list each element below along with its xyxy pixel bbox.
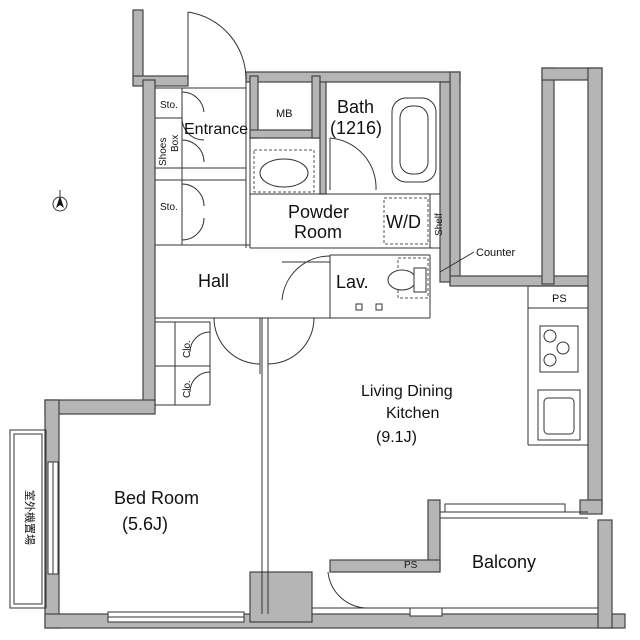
label-shelf: Shelf (434, 213, 445, 236)
label-shoes-box-2: Box (170, 135, 181, 152)
windows (47, 461, 566, 623)
north-arrow-icon (52, 190, 68, 212)
label-ldk-size: (9.1J) (376, 429, 417, 446)
label-shoes-box-1: Shoes (158, 138, 169, 166)
interior-lines (155, 82, 598, 614)
label-ps-kitchen: PS (552, 293, 567, 305)
walls (44, 9, 626, 629)
fixtures (253, 97, 581, 441)
label-entrance: Entrance (184, 121, 248, 138)
doors (181, 11, 377, 609)
label-bedroom: Bed Room (114, 488, 199, 508)
label-mb: MB (276, 108, 293, 120)
label-bath: Bath (337, 97, 374, 117)
label-hall: Hall (198, 271, 229, 291)
label-ps-balcony: PS (404, 560, 418, 571)
label-clo-2: Clo. (182, 380, 193, 398)
label-sto-top: Sto. (160, 100, 178, 111)
label-outdoor-unit: 室外機置場 (23, 490, 37, 545)
room-labels: Bath (1216) MB Entrance Sto. Shoes Box S… (23, 97, 567, 572)
label-ldk-2: Kitchen (386, 405, 439, 422)
label-wd: W/D (386, 212, 421, 232)
label-bedroom-size: (5.6J) (122, 514, 168, 534)
label-lav: Lav. (336, 272, 369, 292)
label-balcony: Balcony (472, 552, 536, 572)
label-ldk-1: Living Dining (361, 383, 453, 400)
label-sto-mid: Sto. (160, 202, 178, 213)
label-powder-room-2: Room (294, 222, 342, 242)
label-powder-room-1: Powder (288, 202, 349, 222)
label-clo-1: Clo. (182, 340, 193, 358)
label-counter: Counter (476, 247, 515, 259)
label-bath-size: (1216) (330, 118, 382, 138)
outdoor-unit-area (9, 429, 47, 609)
